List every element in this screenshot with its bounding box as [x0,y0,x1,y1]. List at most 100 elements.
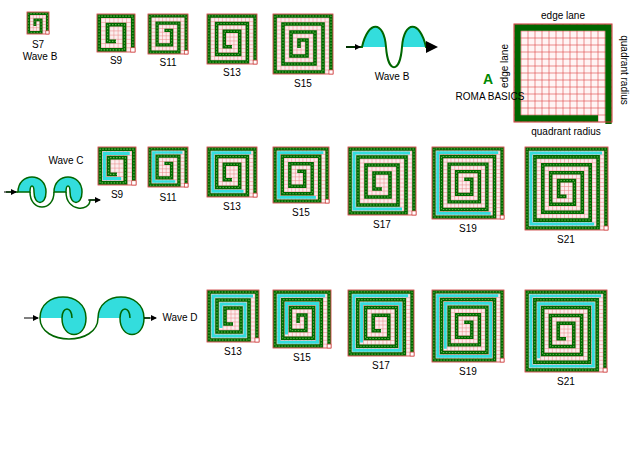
maze-wall [209,149,255,197]
labyrinth-square [27,12,49,34]
dimension-label: quadrant radius [619,35,629,105]
set-label: S13 [224,347,242,357]
wall-texture [275,292,329,348]
maze-wall [29,14,48,34]
maze-ground [148,147,188,187]
entrance-mark [329,70,333,74]
wave-lane [154,153,183,182]
wave-lane [438,153,499,214]
labyrinth-square [148,14,188,54]
set-label: S15 [293,353,311,363]
maze-border [207,147,257,197]
maze-wall [209,292,257,342]
maze-ground [432,147,504,219]
grid-line [577,24,578,122]
grid-line [514,101,612,102]
entrance-mark [327,344,331,348]
maze-ground [98,147,136,185]
set-label: S19 [459,367,477,377]
maze-border [98,147,136,185]
maze-border [148,14,188,54]
grid-line [514,87,612,88]
grid-line [118,14,119,52]
labyrinth-square [348,290,414,356]
maze-border [27,12,49,34]
grid-line [598,24,599,122]
entrance-mark [132,181,136,185]
grid-line [568,147,569,230]
labyrinth-square [525,290,607,372]
maze-wall [527,149,606,230]
grid-line [148,35,188,36]
set-label: S21 [557,235,575,245]
labyrinth-square [207,290,259,342]
set-label: S15 [294,79,312,89]
maze-ground [525,290,607,372]
wall-texture [209,149,255,197]
maze-border [348,290,414,356]
maze-ground [273,290,331,348]
entrance-mark [412,211,416,215]
wall-texture [99,16,133,52]
labyrinth-squares [27,12,612,372]
wall-texture [434,149,502,219]
grid-line [162,14,163,54]
maze-ground [348,147,416,215]
set-label: S21 [557,377,575,387]
wave-lane [531,153,602,224]
maze-ground [97,14,135,52]
wave-lane [213,153,251,191]
wall-texture [350,149,414,215]
maze-border [273,290,331,348]
wall-texture [209,16,255,64]
maze-ground [273,147,329,203]
wall-texture [350,292,412,356]
wave-lane [279,296,325,342]
wall-texture [527,292,605,372]
maze-border [97,14,135,52]
maze-ground [525,147,608,230]
maze-wall [434,149,502,219]
wave-lane [354,153,410,209]
maze-ground [207,14,257,64]
set-label: S13 [223,68,241,78]
maze-wall [350,149,414,215]
maze-wall [209,16,255,64]
entrance-mark [131,48,135,52]
grid-line [525,190,608,191]
grid-line [564,147,565,230]
grid-line [591,24,592,122]
labyrinth-square [273,290,331,348]
maze-wall [275,292,329,348]
maze-wall [99,16,133,52]
set-label: S13 [223,202,241,212]
grid-line [584,24,585,122]
set-label: S19 [459,224,477,234]
maze-ground [27,12,49,34]
wave-label: Wave C [48,156,83,166]
wall-texture [275,149,327,203]
grid-line [525,186,608,187]
wall-texture [275,16,331,74]
wall-texture [150,16,186,54]
labyrinth-square [348,147,416,215]
section-letter: A [483,72,493,86]
set-label: S11 [159,58,176,68]
roma-basics-grid [514,24,612,124]
maze-wall [100,149,134,185]
set-label: S9 [110,56,122,66]
wall-texture [29,14,48,34]
set-label: S17 [372,361,390,371]
dimension-label: edge lane [541,11,585,21]
labyrinth-square [148,147,188,187]
maze-border [207,14,257,64]
grid-line [514,73,612,74]
maze-wall [275,149,327,203]
maze-border [148,147,188,187]
entrance-mark [500,215,504,219]
maze-wall [350,292,412,356]
wave-lane [438,296,499,357]
wave-c-diagram [4,177,100,208]
wall-texture [434,292,502,362]
set-label: S9 [111,190,123,200]
